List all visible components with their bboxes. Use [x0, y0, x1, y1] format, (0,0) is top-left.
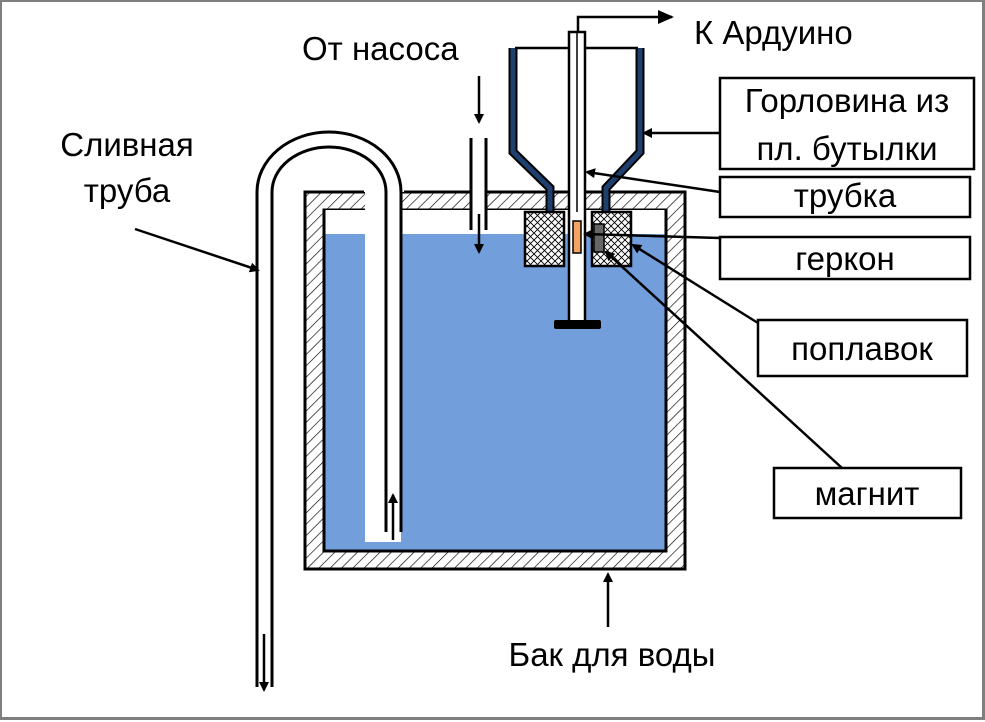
pump-inlet-pipe: [469, 76, 488, 254]
bottle-neck-label-2: пл. бутылки: [756, 130, 937, 167]
reed-switch-label: геркон: [795, 240, 894, 277]
leader-float: [631, 243, 759, 325]
float: [523, 210, 633, 268]
magnet-label-box: [772, 466, 963, 520]
tube: [554, 30, 605, 329]
drain-pipe: [255, 130, 404, 692]
leader-magnet: [604, 250, 843, 469]
tube-label: трубка: [794, 177, 897, 214]
float-label: поплавок: [791, 330, 933, 367]
wire-to-arduino: [576, 10, 674, 32]
drain-pipe-label-1: Сливная: [60, 126, 194, 163]
drain-pipe-label-2: труба: [84, 172, 171, 209]
leader-drain: [134, 227, 260, 273]
bottle-neck-label-1: Горловина из: [745, 82, 950, 119]
leader-reed: [583, 229, 721, 240]
bottle-neck-label-box: [718, 76, 976, 171]
reed-switch: [572, 220, 582, 254]
bottle-neck: [508, 46, 645, 212]
tube-stopper: [554, 320, 601, 329]
reed-label-box: [718, 235, 972, 281]
leader-tube: [585, 168, 721, 194]
float-label-box: [756, 318, 969, 378]
magnet: [593, 223, 605, 253]
tube-label-box: [718, 175, 972, 219]
from-pump-label: От насоса: [302, 30, 459, 67]
magnet-label: магнит: [815, 475, 920, 512]
water-tank-label: Бак для воды: [509, 636, 716, 673]
to-arduino-label: К Ардуино: [694, 14, 853, 51]
